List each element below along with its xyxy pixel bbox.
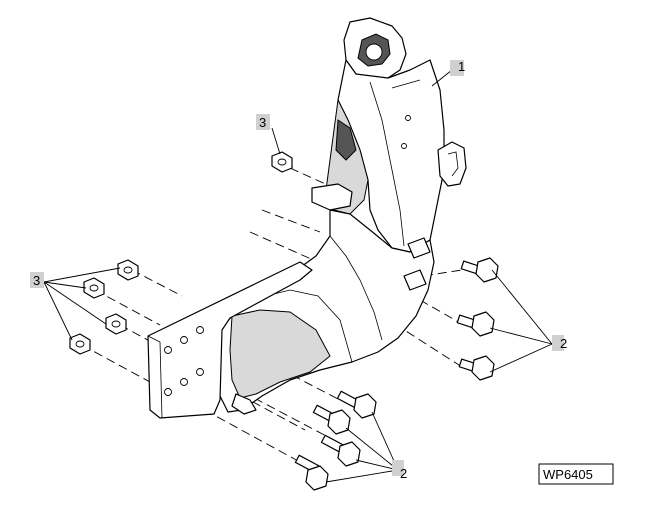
- bolt-right-2: [456, 311, 495, 337]
- callout-leaders: [43, 69, 553, 483]
- callout-3-left-text: 3: [33, 273, 40, 288]
- bolt-bottom-3: [320, 434, 361, 467]
- main-bracket-part: [147, 17, 467, 419]
- nut-left-2: [83, 277, 105, 299]
- callout-2-right-label: 2: [552, 335, 567, 351]
- bolt-bottom-1: [336, 390, 377, 419]
- callout-2-bottom-label: 2: [392, 460, 407, 481]
- callout-3-left-label: 3: [30, 272, 44, 288]
- nut-top: [271, 151, 293, 173]
- callout-3-top-label: 3: [256, 114, 270, 130]
- nut-left-3: [105, 313, 127, 335]
- callout-1-label: 1: [450, 59, 465, 76]
- callout-2-bottom-text: 2: [400, 466, 407, 481]
- callout-1-text: 1: [458, 59, 465, 74]
- bolt-bottom-4: [294, 454, 329, 491]
- nut-hardware: [69, 151, 293, 355]
- callout-2-right-text: 2: [560, 336, 567, 351]
- bolt-right-1: [460, 257, 499, 283]
- bolt-right-3: [458, 355, 495, 381]
- reference-code-box: WP6405: [538, 463, 614, 485]
- nut-left-4: [69, 333, 91, 355]
- bolt-bottom-2: [312, 404, 351, 435]
- nut-left-1: [117, 259, 139, 281]
- reference-code-text: WP6405: [543, 467, 593, 482]
- callout-3-top-text: 3: [259, 115, 266, 130]
